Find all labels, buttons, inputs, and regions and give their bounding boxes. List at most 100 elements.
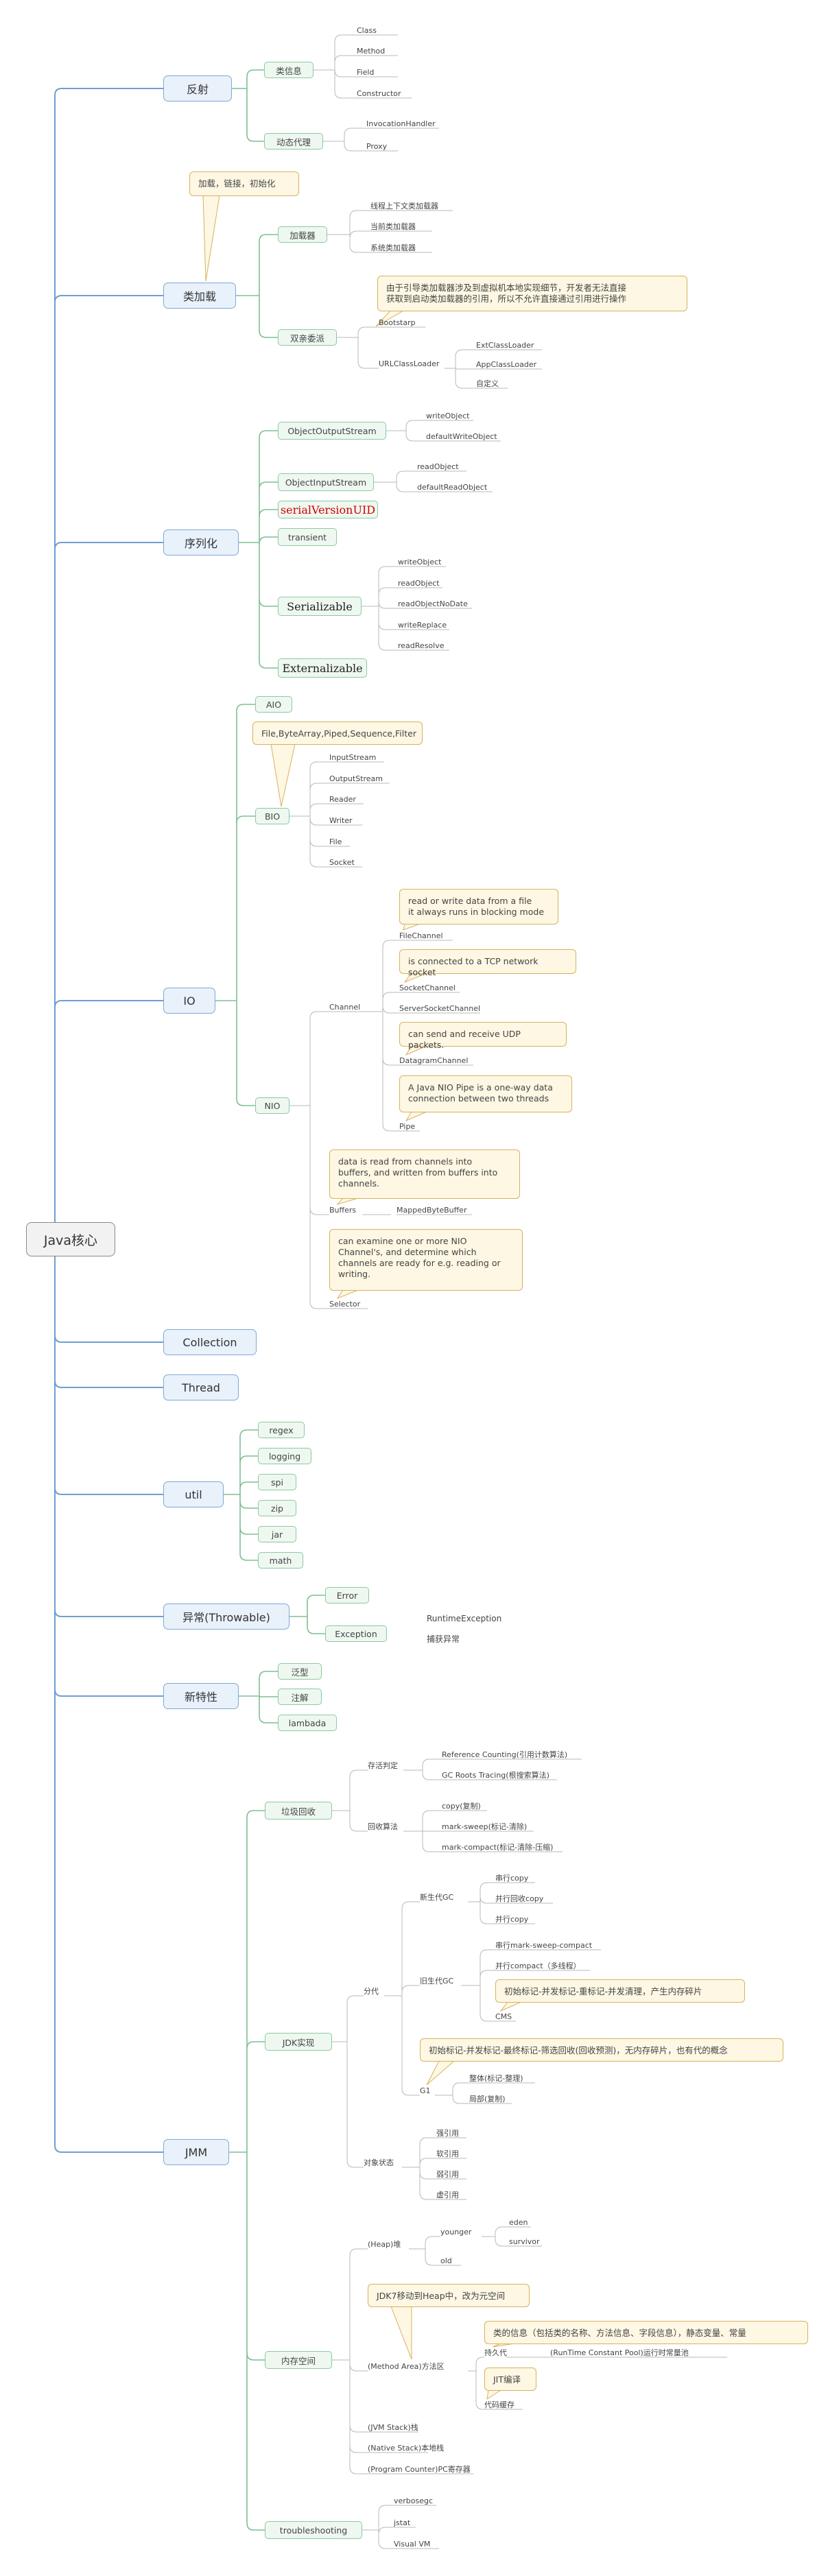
leaf-perm[interactable]: 持久代 xyxy=(484,2348,507,2357)
leaf-program-counter[interactable]: (Program Counter)PC寄存器 xyxy=(368,2465,471,2474)
leaf-younger[interactable]: younger xyxy=(440,2228,472,2237)
leaf-class[interactable]: Class xyxy=(357,26,377,35)
leaf-urlclassloader[interactable]: URLClassLoader xyxy=(379,359,440,368)
branch-features[interactable]: 新特性 xyxy=(163,1683,239,1709)
leaf-ser-readobject[interactable]: readObject xyxy=(398,579,440,588)
leaf-ser-readobjectnodate[interactable]: readObjectNoDate xyxy=(398,599,468,608)
node-loader[interactable]: 加载器 xyxy=(278,226,327,243)
leaf-phantom-ref[interactable]: 虚引用 xyxy=(436,2191,459,2199)
branch-throwable[interactable]: 异常(Throwable) xyxy=(163,1603,289,1630)
branch-util[interactable]: util xyxy=(163,1481,224,1507)
node-exception[interactable]: Exception xyxy=(325,1625,387,1642)
leaf-generational[interactable]: 分代 xyxy=(364,1987,379,1996)
branch-thread[interactable]: Thread xyxy=(163,1374,239,1400)
leaf-pipe[interactable]: Pipe xyxy=(399,1122,416,1131)
leaf-survivor[interactable]: survivor xyxy=(509,2237,540,2246)
leaf-young-gc[interactable]: 新生代GC xyxy=(420,1893,454,1902)
leaf-selector[interactable]: Selector xyxy=(329,1300,361,1309)
leaf-jvm-stack[interactable]: (JVM Stack)栈 xyxy=(368,2423,418,2432)
leaf-g1-whole[interactable]: 整体(标记-整理) xyxy=(469,2074,523,2083)
leaf-defaultreadobject[interactable]: defaultReadObject xyxy=(417,483,488,492)
leaf-ser-writereplace[interactable]: writeReplace xyxy=(398,621,447,630)
node-externalizable[interactable]: Externalizable xyxy=(278,658,367,678)
leaf-buffers[interactable]: Buffers xyxy=(329,1206,357,1215)
leaf-runtime-constant-pool[interactable]: (RunTime Constant Pool)运行时常量池 xyxy=(550,2348,689,2357)
leaf-reference-counting[interactable]: Reference Counting(引用计数算法) xyxy=(442,1750,568,1759)
leaf-strong-ref[interactable]: 强引用 xyxy=(436,2129,459,2138)
node-serialversionuid[interactable]: serialVersionUID xyxy=(278,501,378,518)
node-jar[interactable]: jar xyxy=(258,1526,296,1542)
leaf-custom-loader[interactable]: 自定义 xyxy=(476,379,499,388)
node-troubleshooting[interactable]: troubleshooting xyxy=(265,2521,362,2539)
leaf-runtimeexception[interactable]: RuntimeException xyxy=(427,1614,502,1623)
leaf-caught-exception[interactable]: 捕获异常 xyxy=(427,1634,460,1644)
leaf-ser-readresolve[interactable]: readResolve xyxy=(398,641,445,650)
node-serializable[interactable]: Serializable xyxy=(278,597,362,616)
leaf-writeobject[interactable]: writeObject xyxy=(426,412,470,420)
leaf-code-cache[interactable]: 代码缓存 xyxy=(484,2400,514,2409)
leaf-current-loader[interactable]: 当前类加载器 xyxy=(370,222,416,231)
leaf-proxy[interactable]: Proxy xyxy=(366,142,388,151)
leaf-invocationhandler[interactable]: InvocationHandler xyxy=(366,119,436,128)
leaf-copy[interactable]: copy(复制) xyxy=(442,1802,481,1811)
branch-classloading[interactable]: 类加载 xyxy=(163,283,236,309)
leaf-method[interactable]: Method xyxy=(357,47,386,56)
leaf-g1-partial[interactable]: 局部(复制) xyxy=(469,2095,506,2103)
leaf-socketchannel[interactable]: SocketChannel xyxy=(399,983,456,992)
leaf-extclassloader[interactable]: ExtClassLoader xyxy=(476,341,534,350)
leaf-mappedbytebuffer[interactable]: MappedByteBuffer xyxy=(397,1206,467,1215)
leaf-native-stack[interactable]: (Native Stack)本地栈 xyxy=(368,2444,445,2453)
leaf-visualvm[interactable]: Visual VM xyxy=(394,2540,431,2549)
node-spi[interactable]: spi xyxy=(258,1474,296,1490)
leaf-serial-copy[interactable]: 串行copy xyxy=(495,1874,529,1883)
node-dynamic-proxy[interactable]: 动态代理 xyxy=(264,133,323,150)
node-gc[interactable]: 垃圾回收 xyxy=(265,1802,332,1820)
leaf-eden[interactable]: eden xyxy=(509,2218,528,2227)
branch-jmm[interactable]: JMM xyxy=(163,2139,229,2165)
leaf-jstat[interactable]: jstat xyxy=(394,2518,411,2527)
branch-serialization[interactable]: 序列化 xyxy=(163,529,239,556)
node-objectoutputstream[interactable]: ObjectOutputStream xyxy=(278,422,386,440)
leaf-field[interactable]: Field xyxy=(357,68,375,77)
leaf-parallel-copy[interactable]: 并行copy xyxy=(495,1915,529,1924)
leaf-cms[interactable]: CMS xyxy=(495,2012,512,2021)
node-regex[interactable]: regex xyxy=(258,1422,305,1438)
leaf-datagramchannel[interactable]: DatagramChannel xyxy=(399,1056,469,1065)
leaf-appclassloader[interactable]: AppClassLoader xyxy=(476,360,537,369)
leaf-gc-roots[interactable]: GC Roots Tracing(根搜索算法) xyxy=(442,1771,549,1780)
node-nio[interactable]: NIO xyxy=(255,1097,289,1114)
node-generics[interactable]: 泛型 xyxy=(278,1663,322,1680)
leaf-writer[interactable]: Writer xyxy=(329,816,353,825)
leaf-serial-msc[interactable]: 串行mark-sweep-compact xyxy=(495,1941,593,1950)
node-logging[interactable]: logging xyxy=(258,1448,311,1464)
leaf-method-area[interactable]: (Method Area)方法区 xyxy=(368,2362,445,2371)
leaf-context-loader[interactable]: 线程上下文类加载器 xyxy=(370,202,438,211)
leaf-heap[interactable]: (Heap)堆 xyxy=(368,2240,401,2249)
node-delegation[interactable]: 双亲委派 xyxy=(278,329,337,346)
branch-reflection[interactable]: 反射 xyxy=(163,75,232,102)
leaf-ser-writeobject[interactable]: writeObject xyxy=(398,558,442,567)
leaf-serversocketchannel[interactable]: ServerSocketChannel xyxy=(399,1004,481,1013)
leaf-outputstream[interactable]: OutputStream xyxy=(329,774,383,783)
leaf-readobject[interactable]: readObject xyxy=(417,462,459,471)
leaf-socket[interactable]: Socket xyxy=(329,858,355,867)
leaf-parallel-scavenge[interactable]: 并行回收copy xyxy=(495,1894,544,1903)
leaf-parallel-compact[interactable]: 并行compact（多线程） xyxy=(495,1961,581,1970)
leaf-reference-state[interactable]: 对象状态 xyxy=(364,2158,394,2167)
leaf-mark-sweep[interactable]: mark-sweep(标记-清除) xyxy=(442,1822,528,1831)
node-objectinputstream[interactable]: ObjectInputStream xyxy=(278,473,374,491)
node-memory-space[interactable]: 内存空间 xyxy=(265,2351,332,2369)
node-lambda[interactable]: lambada xyxy=(278,1715,337,1731)
leaf-system-loader[interactable]: 系统类加载器 xyxy=(370,243,416,252)
leaf-mark-compact[interactable]: mark-compact(标记-清除-压缩) xyxy=(442,1843,554,1852)
leaf-constructor[interactable]: Constructor xyxy=(357,89,401,98)
leaf-file[interactable]: File xyxy=(329,837,342,846)
leaf-filechannel[interactable]: FileChannel xyxy=(399,931,443,940)
leaf-soft-ref[interactable]: 软引用 xyxy=(436,2149,459,2158)
node-bio[interactable]: BIO xyxy=(255,808,289,824)
node-class-info[interactable]: 类信息 xyxy=(264,62,314,78)
node-aio[interactable]: AIO xyxy=(255,696,292,713)
leaf-inputstream[interactable]: InputStream xyxy=(329,753,377,762)
leaf-old-gen[interactable]: old xyxy=(440,2256,452,2265)
leaf-weak-ref[interactable]: 弱引用 xyxy=(436,2170,459,2179)
